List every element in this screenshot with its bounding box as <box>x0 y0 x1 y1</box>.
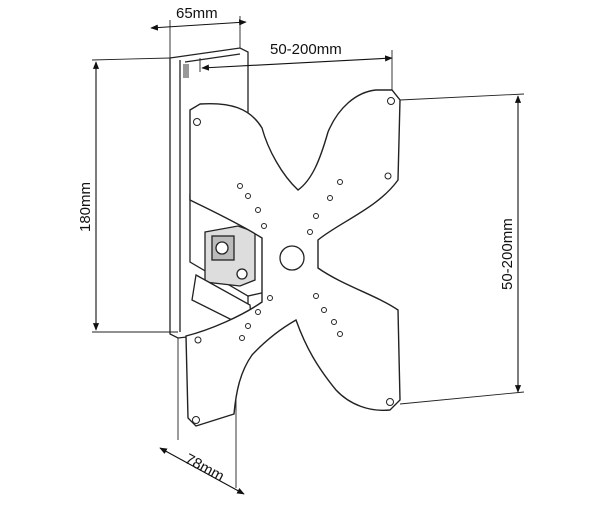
pivot-bolt <box>215 241 229 255</box>
mounting-holes <box>192 97 395 424</box>
dimension-arrows <box>92 19 522 495</box>
label-bottom-depth: 78mm <box>182 451 227 486</box>
dim-arrow-top-depth <box>150 19 247 31</box>
dim-arrow-vesa-horizontal <box>201 55 393 71</box>
label-top-depth: 65mm <box>176 5 218 22</box>
label-vesa-vertical: 50-200mm <box>499 218 516 290</box>
rail-slot <box>183 64 189 78</box>
vesa-plate <box>185 89 401 427</box>
lock-bolt <box>236 268 248 280</box>
center-hole <box>279 245 305 271</box>
label-vesa-horizontal: 50-200mm <box>270 41 342 58</box>
dim-arrow-bottom-depth <box>159 447 245 495</box>
label-height: 180mm <box>77 182 94 232</box>
